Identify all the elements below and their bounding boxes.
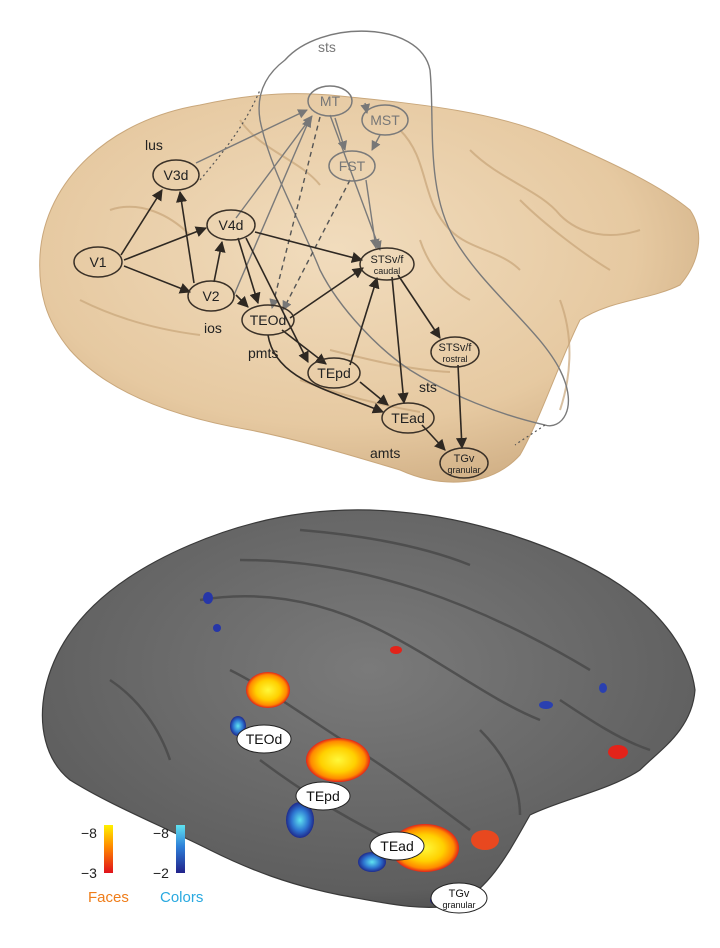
- sulcus-label-amts: amts: [370, 445, 400, 461]
- svg-text:V2: V2: [202, 288, 219, 304]
- area-TEpd: TEpd: [307, 357, 361, 389]
- area-V1: V1: [73, 246, 123, 278]
- surface-label-TEOd: TEOd: [236, 724, 292, 754]
- bottom-panel: TEOd TEpd TEad TGv granular −8 −3 Faces …: [41, 509, 696, 914]
- svg-text:TGv: TGv: [454, 453, 475, 465]
- sulcus-label-lus: lus: [145, 137, 163, 153]
- area-TEOd: TEOd: [241, 304, 295, 336]
- svg-text:STSv/f: STSv/f: [438, 342, 472, 354]
- colors-scale-bottom: −2: [153, 865, 169, 881]
- area-V2: V2: [187, 280, 235, 312]
- faces-scale-bottom: −3: [81, 865, 97, 881]
- dashed-connections: [269, 116, 351, 311]
- sulcus-label-ios: ios: [204, 320, 222, 336]
- area-FST: FST: [328, 150, 376, 182]
- surface-label-TGv: TGv granular: [430, 882, 488, 914]
- color-activations: [203, 592, 607, 906]
- top-panel: sts lus ios pmts sts amts: [39, 30, 700, 483]
- area-STSvf-rostral: STSv/f rostral: [430, 336, 480, 368]
- svg-text:MST: MST: [370, 112, 400, 128]
- legend-faces: −8 −3 Faces: [81, 825, 129, 906]
- area-V3d: V3d: [152, 159, 200, 191]
- svg-text:rostral: rostral: [442, 354, 467, 364]
- faces-label: Faces: [88, 889, 129, 906]
- svg-text:TEOd: TEOd: [246, 731, 283, 747]
- cortical-surface: [41, 509, 696, 908]
- ventral-connections: [120, 189, 468, 451]
- lus-dotted-line: [199, 89, 261, 181]
- sts-dorsal-outline: [258, 30, 570, 427]
- svg-text:granular: granular: [442, 900, 475, 910]
- area-TGv: TGv granular: [439, 447, 489, 479]
- svg-text:TEpd: TEpd: [317, 365, 350, 381]
- svg-text:caudal: caudal: [374, 266, 401, 276]
- surface-label-TEpd: TEpd: [295, 781, 351, 811]
- sulcus-label-sts-top: sts: [318, 39, 336, 55]
- brain-photo-surface: [39, 93, 700, 483]
- faces-scale-top: −8: [81, 825, 97, 841]
- svg-text:TEOd: TEOd: [250, 312, 287, 328]
- area-STSvf-caudal: STSv/f caudal: [359, 247, 415, 281]
- svg-text:STSv/f: STSv/f: [370, 254, 404, 266]
- area-MT: MT: [307, 85, 353, 117]
- svg-text:TEpd: TEpd: [306, 788, 339, 804]
- colors-colorbar: [176, 825, 185, 873]
- svg-text:V4d: V4d: [219, 217, 244, 233]
- colors-scale-top: −8: [153, 825, 169, 841]
- sulcus-label-sts-lower: sts: [419, 379, 437, 395]
- svg-text:TEad: TEad: [380, 838, 413, 854]
- surface-label-TEad: TEad: [369, 831, 425, 861]
- area-MST: MST: [361, 104, 409, 136]
- sulcus-label-pmts: pmts: [248, 345, 278, 361]
- svg-text:granular: granular: [447, 465, 480, 475]
- colors-label: Colors: [160, 889, 203, 906]
- svg-text:V1: V1: [89, 254, 106, 270]
- faces-colorbar: [104, 825, 113, 873]
- svg-text:V3d: V3d: [164, 167, 189, 183]
- svg-text:FST: FST: [339, 158, 366, 174]
- svg-text:TEad: TEad: [391, 410, 424, 426]
- area-TEad: TEad: [381, 402, 435, 434]
- svg-text:MT: MT: [320, 93, 341, 109]
- svg-text:TGv: TGv: [449, 888, 470, 900]
- area-V4d: V4d: [206, 209, 256, 241]
- legend-colors: −8 −2 Colors: [153, 825, 203, 906]
